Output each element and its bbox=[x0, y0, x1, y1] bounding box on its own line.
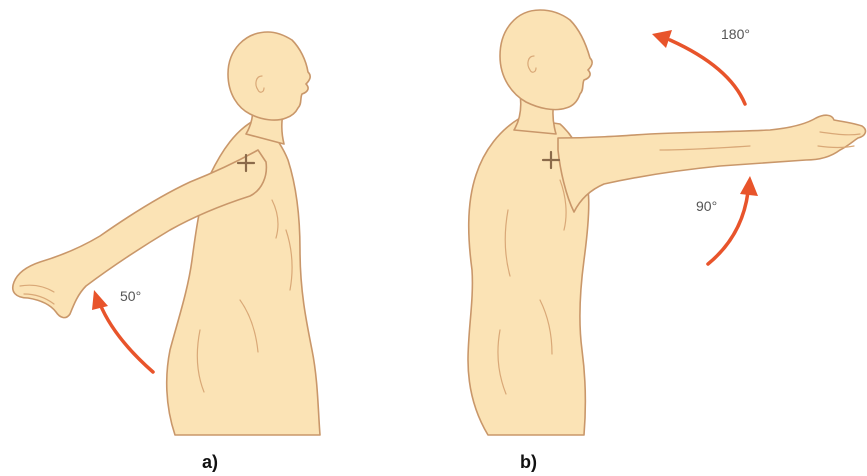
panel-b: 180° 90° b) bbox=[468, 10, 865, 472]
arrow-90-degrees bbox=[708, 176, 758, 264]
figure-b-head bbox=[500, 10, 592, 110]
angle-label-90: 90° bbox=[696, 198, 717, 214]
angle-label-50: 50° bbox=[120, 288, 141, 304]
figure-a-head bbox=[228, 32, 310, 120]
panel-label-b: b) bbox=[520, 452, 537, 472]
panel-a: 50° a) bbox=[13, 32, 320, 472]
angle-label-180: 180° bbox=[721, 26, 750, 42]
panel-label-a: a) bbox=[202, 452, 218, 472]
